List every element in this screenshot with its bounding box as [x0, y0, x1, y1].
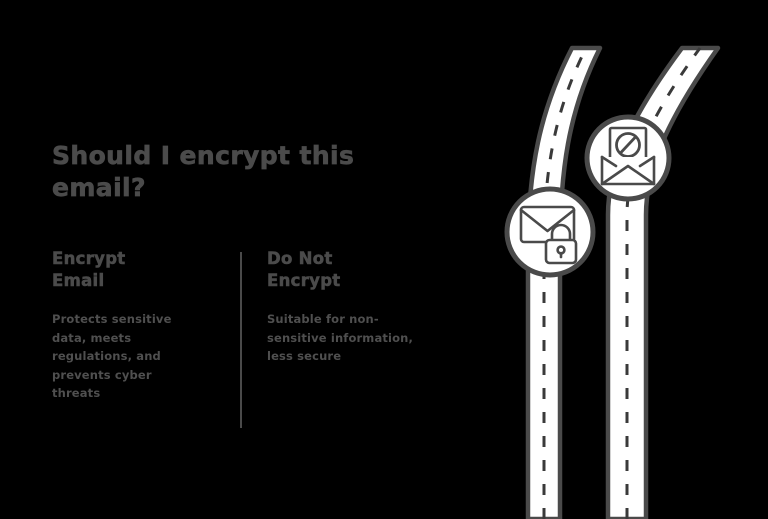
- column-divider: [240, 252, 242, 428]
- column-heading-do-not-encrypt: Do Not Encrypt: [267, 249, 341, 290]
- column-body-do-not-encrypt: Suitable for non-sensitive information, …: [267, 311, 413, 364]
- comparison-columns: Encrypt Email Protects sensitive data, m…: [52, 248, 452, 403]
- envelope-prohibited-icon: [600, 126, 656, 186]
- left-road: [525, 45, 603, 519]
- column-encrypt-email: Encrypt Email Protects sensitive data, m…: [52, 248, 240, 403]
- envelope-lock-icon: [519, 205, 578, 265]
- do-not-encrypt-badge: [584, 114, 672, 202]
- column-body-encrypt: Protects sensitive data, meets regulatio…: [52, 311, 172, 401]
- encrypt-badge: [504, 186, 596, 278]
- forked-road-illustration: [468, 0, 768, 519]
- column-do-not-encrypt: Do Not Encrypt Suitable for non-sensitiv…: [240, 248, 422, 366]
- page-title: Should I encrypt this email?: [52, 141, 355, 203]
- text-area: Should I encrypt this email? Encrypt Ema…: [52, 140, 452, 401]
- column-heading-encrypt: Encrypt Email: [52, 249, 126, 290]
